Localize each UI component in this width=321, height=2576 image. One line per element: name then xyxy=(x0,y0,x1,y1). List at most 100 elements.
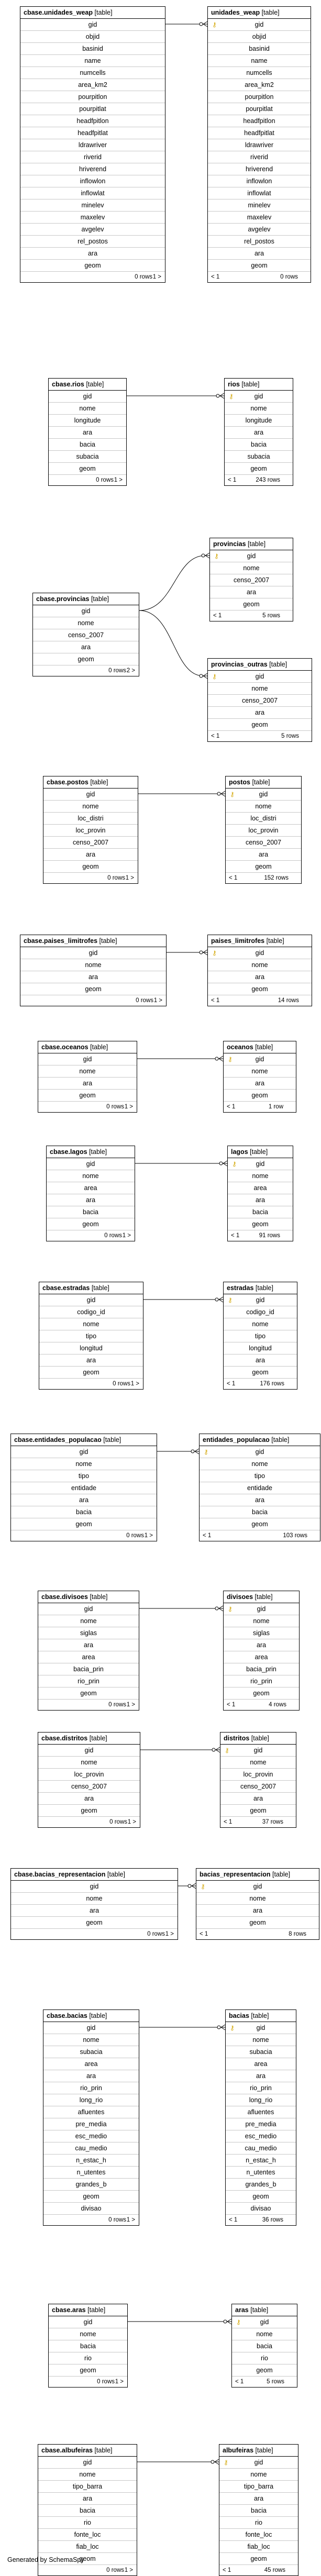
child-count[interactable]: 1 > xyxy=(115,2379,124,2385)
column-row[interactable]: gid xyxy=(43,2022,139,2034)
table-header[interactable]: lagos [table] xyxy=(228,1146,293,1158)
column-row[interactable]: afluentes xyxy=(43,2106,139,2118)
child-count[interactable]: 1 > xyxy=(114,477,123,483)
column-row[interactable]: nome xyxy=(33,617,139,629)
column-row[interactable]: censo_2007 xyxy=(38,1781,140,1793)
child-count[interactable]: 1 > xyxy=(124,1104,133,1110)
table-header[interactable]: aras [table] xyxy=(232,2304,297,2316)
column-row[interactable]: area_km2 xyxy=(20,79,165,91)
column-row[interactable]: long_rio xyxy=(226,2094,296,2106)
column-row[interactable]: ara xyxy=(39,1354,143,1367)
table-header[interactable]: rios [table] xyxy=(225,379,293,391)
column-row[interactable]: tipo xyxy=(200,1470,320,1482)
column-row[interactable]: geom xyxy=(208,260,311,272)
column-row[interactable]: bacia xyxy=(228,1206,293,1218)
column-row[interactable]: nome xyxy=(38,1065,137,1078)
column-row[interactable]: nome xyxy=(11,1458,157,1470)
column-row[interactable]: area xyxy=(38,1651,139,1663)
child-count[interactable]: 1 > xyxy=(127,1819,136,1825)
column-row[interactable]: ldrawriver xyxy=(20,139,165,151)
column-row[interactable]: area xyxy=(226,2058,296,2070)
column-row[interactable]: nome xyxy=(225,403,293,415)
column-row[interactable]: loc_distri xyxy=(226,813,301,825)
column-row[interactable]: ⚷gid xyxy=(219,2457,298,2469)
column-row[interactable]: geom xyxy=(43,2191,139,2203)
column-row[interactable]: geom xyxy=(220,1805,296,1817)
parent-count[interactable]: < 1 xyxy=(213,613,222,619)
column-row[interactable]: ara xyxy=(224,1078,296,1090)
table-header[interactable]: bacias_representacion [table] xyxy=(196,1869,319,1881)
column-row[interactable]: geom xyxy=(208,983,312,995)
column-row[interactable]: gid xyxy=(20,19,165,31)
table-header[interactable]: cbase.estradas [table] xyxy=(39,1282,143,1294)
column-row[interactable]: loc_distri xyxy=(43,813,138,825)
child-count[interactable]: 1 > xyxy=(124,2567,133,2573)
column-row[interactable]: bacia xyxy=(49,439,126,451)
column-row[interactable]: rio_prin xyxy=(43,2082,139,2094)
column-row[interactable]: subacia xyxy=(43,2046,139,2058)
column-row[interactable]: divisao xyxy=(43,2203,139,2215)
column-row[interactable]: bacia xyxy=(38,2505,137,2517)
column-row[interactable]: censo_2007 xyxy=(33,629,139,641)
column-row[interactable]: pourpitlat xyxy=(208,103,311,115)
column-row[interactable]: ara xyxy=(210,586,293,598)
column-row[interactable]: nome xyxy=(11,1893,178,1905)
column-row[interactable]: nome xyxy=(43,801,138,813)
table-header[interactable]: bacias [table] xyxy=(226,2010,296,2022)
column-row[interactable]: long_rio xyxy=(43,2094,139,2106)
column-row[interactable]: pourpitlat xyxy=(20,103,165,115)
column-row[interactable]: codigo_id xyxy=(39,1306,143,1318)
column-row[interactable]: gid xyxy=(38,1603,139,1615)
column-row[interactable]: nome xyxy=(224,1318,297,1330)
column-row[interactable]: geom xyxy=(232,2364,297,2377)
column-row[interactable]: bacia xyxy=(47,1206,135,1218)
parent-count[interactable]: < 1 xyxy=(231,1233,240,1239)
parent-count[interactable]: < 1 xyxy=(224,1819,233,1825)
column-row[interactable]: minelev xyxy=(208,199,311,212)
column-row[interactable]: fonte_loc xyxy=(38,2529,137,2541)
column-row[interactable]: ⚷gid xyxy=(224,1603,299,1615)
column-row[interactable]: nome xyxy=(49,403,126,415)
table-header[interactable]: cbase.paises_limitrofes [table] xyxy=(20,935,166,947)
column-row[interactable]: ara xyxy=(219,2493,298,2505)
column-row[interactable]: geom xyxy=(47,1218,135,1230)
column-row[interactable]: pre_media xyxy=(226,2118,296,2130)
table-header[interactable]: albufeiras [table] xyxy=(219,2445,298,2457)
column-row[interactable]: bacia xyxy=(232,2340,297,2352)
column-row[interactable]: headfpitlon xyxy=(208,115,311,127)
table-header[interactable]: postos [table] xyxy=(226,776,301,789)
column-row[interactable]: ara xyxy=(38,1639,139,1651)
table-header[interactable]: provincias_outras [table] xyxy=(208,659,312,671)
column-row[interactable]: longitude xyxy=(49,415,126,427)
column-row[interactable]: tipo xyxy=(39,1330,143,1342)
column-row[interactable]: ara xyxy=(49,427,126,439)
child-count[interactable]: 1 > xyxy=(122,1233,131,1239)
column-row[interactable]: codigo_id xyxy=(224,1306,297,1318)
table-header[interactable]: cbase.postos [table] xyxy=(43,776,138,789)
table-header[interactable]: cbase.divisoes [table] xyxy=(38,1591,139,1603)
column-row[interactable]: fonte_loc xyxy=(219,2529,298,2541)
parent-count[interactable]: < 1 xyxy=(235,2379,244,2385)
column-row[interactable]: area xyxy=(224,1651,299,1663)
child-count[interactable]: 1 > xyxy=(152,274,161,280)
column-row[interactable]: gid xyxy=(20,947,166,959)
column-row[interactable]: ⚷gid xyxy=(220,1745,296,1757)
column-row[interactable]: riverid xyxy=(208,151,311,163)
column-row[interactable]: bacia xyxy=(200,1506,320,1518)
column-row[interactable]: geom xyxy=(225,463,293,475)
column-row[interactable]: ara xyxy=(47,1194,135,1206)
column-row[interactable]: headfpitlon xyxy=(20,115,165,127)
column-row[interactable]: hriverend xyxy=(20,163,165,175)
column-row[interactable]: siglas xyxy=(38,1627,139,1639)
